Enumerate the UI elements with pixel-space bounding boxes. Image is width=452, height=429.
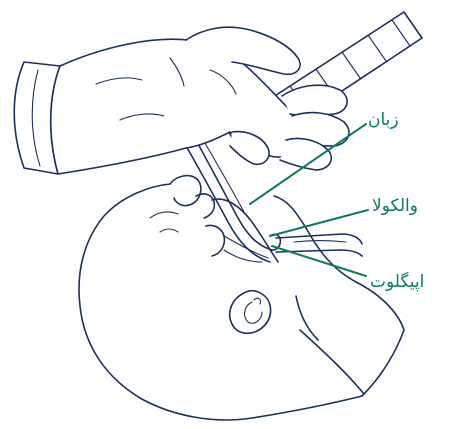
- infant-head: [79, 176, 404, 420]
- label-epiglottis: اپیگلوت: [370, 272, 424, 292]
- gloved-hand: [14, 27, 349, 174]
- label-tongue: زبان: [368, 110, 399, 130]
- label-vallecula: والکولا: [372, 196, 418, 216]
- trachea-mid: [294, 241, 346, 243]
